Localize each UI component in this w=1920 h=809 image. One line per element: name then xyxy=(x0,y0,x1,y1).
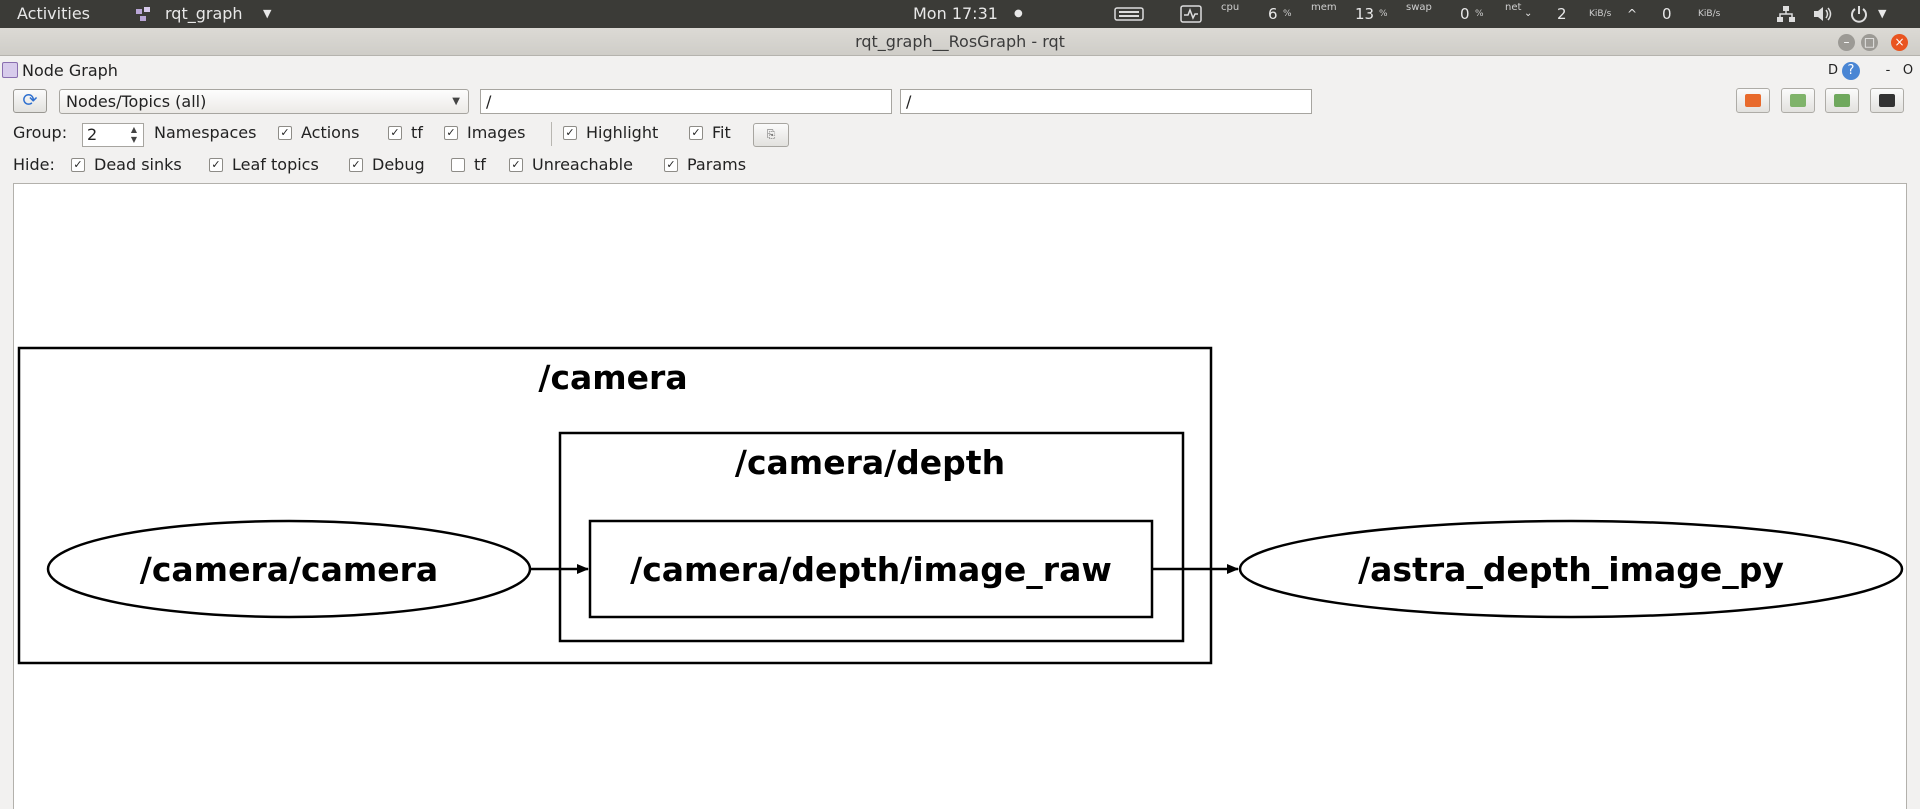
minimize-icon[interactable]: – xyxy=(1838,34,1855,51)
hide-label: Hide: xyxy=(13,155,55,174)
swap-value: 0 xyxy=(1460,5,1470,23)
graph-canvas[interactable]: /camera /camera/depth /camera/depth/imag… xyxy=(13,183,1907,809)
namespaces-label: Namespaces xyxy=(154,123,257,142)
node-filter-input[interactable]: / xyxy=(480,89,892,114)
cluster-camera-label: /camera xyxy=(538,358,687,397)
cpu-value: 6 xyxy=(1268,5,1278,23)
rqt-plugin-icon xyxy=(2,62,18,78)
app-menu-icon[interactable] xyxy=(134,0,152,28)
swap-label: swap xyxy=(1406,2,1432,13)
mem-label: mem xyxy=(1311,2,1337,13)
notification-dot-icon: ● xyxy=(1014,8,1023,19)
dock-title: Node Graph xyxy=(22,61,118,80)
debug-label: Debug xyxy=(372,155,425,174)
mem-value: 13 xyxy=(1355,5,1375,23)
hide-tf-label: tf xyxy=(474,155,486,174)
mem-unit: % xyxy=(1379,9,1388,19)
debug-checkbox[interactable]: ✓ xyxy=(349,158,363,172)
options-row: Group: 2 ▲ ▼ Namespaces ✓ Actions ✓ tf ✓… xyxy=(0,121,800,147)
system-monitor-icon[interactable] xyxy=(1180,0,1202,28)
actions-checkbox[interactable]: ✓ xyxy=(278,126,292,140)
dock-d-button[interactable]: D xyxy=(1827,63,1838,78)
group-spinbox[interactable]: 2 ▲ ▼ xyxy=(82,123,144,147)
app-menu-label[interactable]: rqt_graph xyxy=(165,4,243,23)
window-title: rqt_graph__RosGraph - rqt xyxy=(855,32,1065,51)
graph-svg: /camera /camera/depth /camera/depth/imag… xyxy=(17,346,1904,665)
topic-filter-input[interactable]: / xyxy=(900,89,1312,114)
system-menu-chevron-icon[interactable]: ▼ xyxy=(1878,7,1887,20)
tf-label: tf xyxy=(411,123,423,142)
cluster-camera-depth-label: /camera/depth xyxy=(735,443,1005,482)
highlight-label: Highlight xyxy=(586,123,659,142)
tf-checkbox[interactable]: ✓ xyxy=(388,126,402,140)
images-checkbox[interactable]: ✓ xyxy=(444,126,458,140)
net-down-value: 2 xyxy=(1557,5,1567,23)
app-menu-chevron-icon[interactable]: ▼ xyxy=(263,7,272,20)
refresh-icon: ⟳ xyxy=(22,90,38,111)
node-camera-camera-label: /camera/camera xyxy=(140,550,438,589)
node-astra-depth-image-py[interactable] xyxy=(1238,519,1904,619)
save-image-icon xyxy=(1834,94,1850,107)
save-svg-button[interactable] xyxy=(1825,88,1859,113)
unreachable-checkbox[interactable]: ✓ xyxy=(509,158,523,172)
volume-icon[interactable] xyxy=(1812,0,1834,28)
net-up-chevron-icon: ^ xyxy=(1627,7,1638,21)
maximize-icon[interactable]: □ xyxy=(1861,34,1878,51)
toolbar-separator xyxy=(551,122,552,146)
spin-down-icon[interactable]: ▼ xyxy=(130,135,138,144)
group-label: Group: xyxy=(13,123,68,142)
params-checkbox[interactable]: ✓ xyxy=(664,158,678,172)
node-astra-depth-image-py-label: /astra_depth_image_py xyxy=(1358,550,1784,589)
net-up-value: 0 xyxy=(1662,5,1672,23)
screen-icon xyxy=(1879,94,1895,107)
help-icon[interactable]: ? xyxy=(1842,62,1860,80)
swap-unit: % xyxy=(1475,9,1484,19)
unreachable-label: Unreachable xyxy=(532,155,633,174)
window-title-bar[interactable]: rqt_graph__RosGraph - rqt – □ × xyxy=(0,28,1920,56)
leaf-topics-label: Leaf topics xyxy=(232,155,319,174)
clock[interactable]: Mon 17:31 xyxy=(913,4,998,23)
keyboard-icon[interactable] xyxy=(1114,0,1144,28)
network-icon[interactable] xyxy=(1776,0,1796,28)
refresh-button[interactable]: ⟳ xyxy=(13,89,47,113)
chevron-down-icon: ▼ xyxy=(452,96,460,107)
activities-button[interactable]: Activities xyxy=(17,4,90,23)
close-icon[interactable]: × xyxy=(1891,34,1908,51)
gnome-top-bar: Activities rqt_graph ▼ Mon 17:31 ● cpu 6… xyxy=(0,0,1920,28)
power-icon[interactable] xyxy=(1849,0,1869,28)
cluster-camera-depth[interactable] xyxy=(558,431,1185,643)
group-value: 2 xyxy=(87,125,98,144)
save-dot-button[interactable] xyxy=(1781,88,1815,113)
params-label: Params xyxy=(687,155,747,174)
fit-view-button[interactable]: ⎘ xyxy=(753,123,789,147)
spin-up-icon[interactable]: ▲ xyxy=(130,125,138,134)
folder-open-icon xyxy=(1745,94,1761,107)
screenshot-button[interactable] xyxy=(1870,88,1904,113)
net-up-unit: KiB/s xyxy=(1698,9,1721,19)
topic-node-label: /camera/depth/image_raw xyxy=(630,550,1112,589)
fit-label: Fit xyxy=(712,123,731,142)
cpu-unit: % xyxy=(1283,9,1292,19)
graph-mode-value: Nodes/Topics (all) xyxy=(66,92,207,111)
highlight-checkbox[interactable]: ✓ xyxy=(563,126,577,140)
dead-sinks-label: Dead sinks xyxy=(94,155,182,174)
leaf-topics-checkbox[interactable]: ✓ xyxy=(209,158,223,172)
hide-tf-checkbox[interactable] xyxy=(451,158,465,172)
load-dot-button[interactable] xyxy=(1736,88,1770,113)
dead-sinks-checkbox[interactable]: ✓ xyxy=(71,158,85,172)
graph-mode-combo[interactable]: Nodes/Topics (all) ▼ xyxy=(59,89,469,114)
net-down-chevron-icon: ⌄ xyxy=(1524,8,1533,19)
dock-close-button[interactable]: O xyxy=(1902,63,1914,78)
net-down-unit: KiB/s xyxy=(1589,9,1612,19)
save-dot-icon xyxy=(1790,94,1806,107)
fit-checkbox[interactable]: ✓ xyxy=(689,126,703,140)
dock-minimize-button[interactable]: - xyxy=(1885,63,1891,78)
cpu-label: cpu xyxy=(1221,2,1240,13)
images-label: Images xyxy=(467,123,526,142)
dock-header: Node Graph D ? - O xyxy=(0,57,1920,85)
hide-row: Hide: ✓ Dead sinks ✓ Leaf topics ✓ Debug… xyxy=(0,153,800,177)
actions-label: Actions xyxy=(301,123,360,142)
cluster-camera[interactable] xyxy=(17,346,1213,665)
net-label: net xyxy=(1505,2,1522,13)
